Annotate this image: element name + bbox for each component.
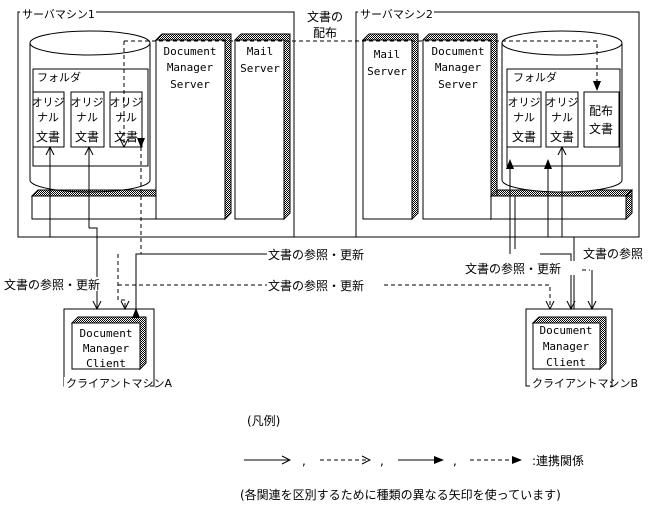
legend-title: (凡例) xyxy=(247,414,280,428)
client-machine-a: Document Manager Client クライアントマシンA xyxy=(63,308,173,390)
doc-text: ナル xyxy=(76,111,98,124)
ref-update-label-left: 文書の参照・更新 xyxy=(4,277,100,292)
ref-update-label-right: 文書の参照・更新 xyxy=(465,261,561,276)
doc-text: 文書 xyxy=(75,129,99,144)
distribution-label: 配布 xyxy=(313,26,337,40)
client-text: Manager xyxy=(543,340,590,353)
flow-labels: 文書の参照・更新 文書の参照・更新 文書の参照・更新 文書の参照・更新 文書の参… xyxy=(3,246,654,293)
dm-server-text: Document xyxy=(164,45,217,58)
base-bar-1 xyxy=(30,189,157,220)
dashed-line-3 xyxy=(117,254,125,309)
original-doc-1a: オリジ ナル 文書 xyxy=(32,91,65,148)
doc-text: ナル xyxy=(115,111,137,124)
document-manager-server-2: Document Manager Server xyxy=(421,33,498,221)
base-bar-2 xyxy=(489,188,633,221)
mail-server-1: Mail Server xyxy=(233,33,291,221)
client-text: Manager xyxy=(83,342,130,355)
doc-text: 文書 xyxy=(36,129,60,144)
doc-text: オリジ xyxy=(110,96,143,109)
doc-text: 文書 xyxy=(114,129,138,144)
client-machine-b: Document Manager Client クライアントマシンB xyxy=(525,308,638,390)
document-manager-server-1: Document Manager Server xyxy=(154,33,232,221)
folder-label-1: フォルダ xyxy=(37,70,81,84)
original-doc-1b: オリジ ナル 文書 xyxy=(70,91,105,148)
server-machine-1: サーバマシン1 フォルダ オリジ ナル 文書 オリジ ナル 文書 オリジ ナル … xyxy=(17,8,295,238)
dm-server-text: Document xyxy=(432,45,485,58)
client-a-label: クライアントマシンA xyxy=(66,377,173,390)
mail-server-text: Mail xyxy=(247,45,274,58)
doc-text: ナル xyxy=(551,111,573,124)
doc-text: オリジ xyxy=(32,96,65,109)
mail-server-text: Server xyxy=(240,62,280,75)
folder-label-2: フォルダ xyxy=(513,70,557,84)
original-doc-1c: オリジ ナル 文書 xyxy=(109,91,143,148)
ref-update-line-4 xyxy=(89,227,97,309)
legend-relation-label: :連携関係 xyxy=(532,453,584,468)
dist-doc-text: 文書 xyxy=(589,121,613,136)
client-text: Document xyxy=(540,324,593,337)
dashed-line-clients xyxy=(118,284,550,309)
distribute-dashed-line xyxy=(124,40,601,91)
dm-server-text: Server xyxy=(438,78,478,91)
mail-server-text: Server xyxy=(367,65,407,78)
legend-comma: , xyxy=(453,454,457,468)
doc-text: ナル xyxy=(513,111,535,124)
dm-server-text: Manager xyxy=(167,61,214,74)
doc-text: 文書 xyxy=(512,129,536,144)
server2-label: サーバマシン2 xyxy=(360,8,433,21)
ref-update-label-top: 文書の参照・更新 xyxy=(268,247,364,262)
distribution-label: 文書の xyxy=(307,9,343,24)
original-doc-2b: オリジ ナル 文書 xyxy=(545,91,579,148)
legend-note: (各関連を区別するために種類の異なる矢印を使っています) xyxy=(240,487,561,502)
dm-server-text: Manager xyxy=(435,61,482,74)
server1-label: サーバマシン1 xyxy=(22,8,95,21)
mail-server-text: Mail xyxy=(374,48,401,61)
client-text: Client xyxy=(546,356,586,369)
doc-text: オリジ xyxy=(546,96,579,109)
server-machine-2: サーバマシン2 Mail Server Document Manager Ser… xyxy=(355,8,640,238)
dist-doc-text: 配布 xyxy=(589,104,613,118)
legend-comma: , xyxy=(380,454,384,468)
ref-update-label-mid: 文書の参照・更新 xyxy=(268,278,364,293)
doc-text: オリジ xyxy=(508,96,541,109)
legend: (凡例) , , , :連携関係 (各関連を区別するために種類の異なる矢印を使っ… xyxy=(240,414,584,502)
distributed-doc-2: 配布 文書 xyxy=(583,91,620,148)
client-b-label: クライアントマシンB xyxy=(532,377,638,390)
doc-text: ナル xyxy=(37,111,59,124)
ref-label-right: 文書の参照 xyxy=(583,246,643,261)
client-text: Client xyxy=(86,357,126,370)
doc-text: 文書 xyxy=(550,129,574,144)
mail-server-2: Mail Server xyxy=(361,33,419,221)
original-doc-2a: オリジ ナル 文書 xyxy=(506,91,542,148)
legend-comma: , xyxy=(302,454,306,468)
ref-update-line-5 xyxy=(540,253,571,309)
client-text: Document xyxy=(80,327,133,340)
doc-text: オリジ xyxy=(71,96,104,109)
dm-server-text: Server xyxy=(170,78,210,91)
